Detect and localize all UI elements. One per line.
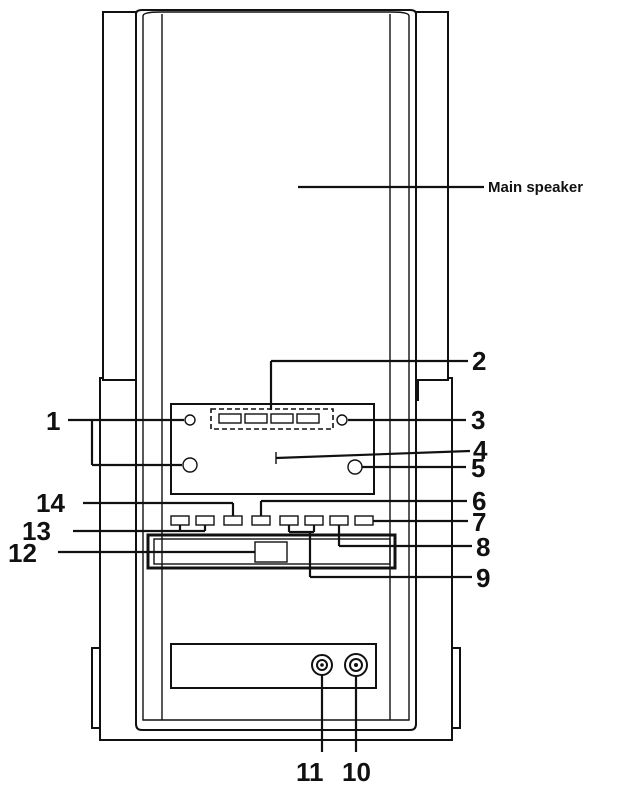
knob-top-right: [336, 414, 348, 426]
callout-14: 14: [36, 488, 65, 518]
callout-labels: Main speaker 1 2 3 4 5 6 7 8 9 10 11 12 …: [8, 179, 583, 787]
callout-4: 4: [473, 435, 488, 465]
jack-panel: [170, 643, 377, 689]
callout-13: 13: [22, 516, 51, 546]
callout-11: 11: [296, 757, 324, 787]
callout-3: 3: [471, 405, 485, 435]
knob-top-left: [184, 414, 196, 426]
callout-2: 2: [472, 346, 486, 376]
knob-bottom-left: [182, 457, 198, 473]
callout-12: 12: [8, 538, 37, 568]
callout-5: 5: [471, 453, 485, 483]
speaker-cabinet: [91, 9, 461, 741]
callout-9: 9: [476, 563, 490, 593]
leader-lines: [58, 185, 484, 752]
callout-10: 10: [342, 757, 371, 787]
callout-6: 6: [472, 486, 486, 516]
main-speaker-label: Main speaker: [488, 179, 583, 196]
callout-8: 8: [476, 532, 490, 562]
callout-1: 1: [46, 406, 60, 436]
control-panel: [170, 403, 375, 495]
callout-7: 7: [472, 507, 486, 537]
